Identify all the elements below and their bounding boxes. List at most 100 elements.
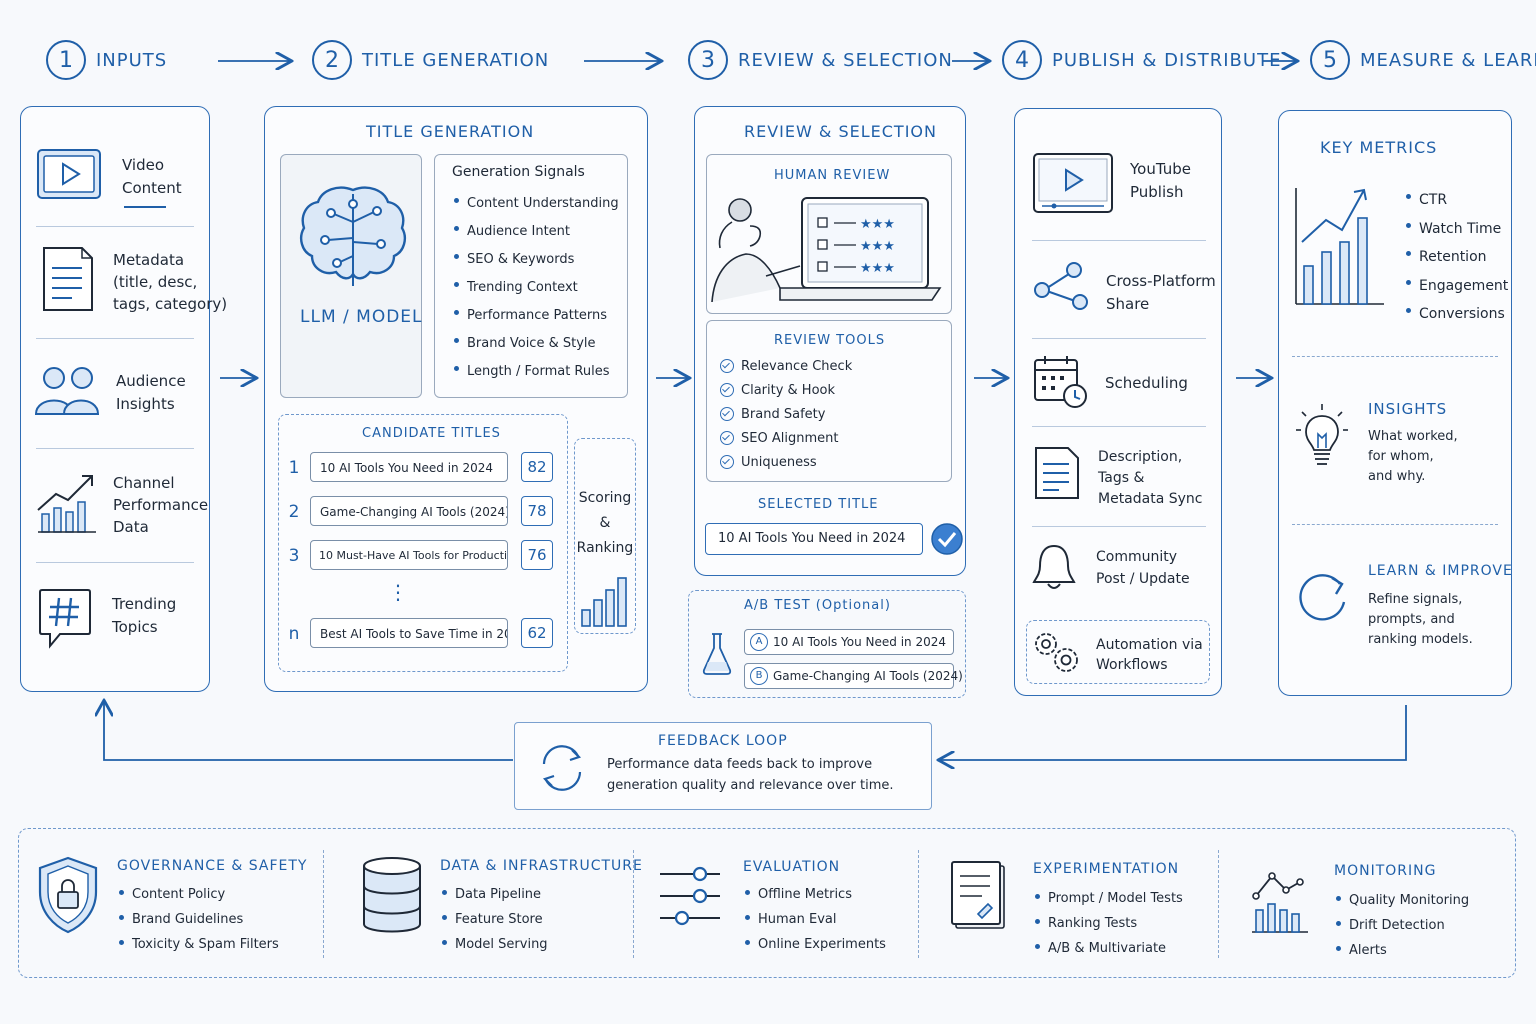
signal-item: Brand Voice & Style xyxy=(452,330,619,358)
metric-item: CTR xyxy=(1404,186,1508,215)
insights-title: INSIGHTS xyxy=(1368,400,1448,418)
learn-title: LEARN & IMPROVE xyxy=(1368,563,1513,579)
foundation-title: EVALUATION xyxy=(743,859,841,875)
stage-header-4: 4 PUBLISH & DISTRIBUTE xyxy=(1002,36,1281,84)
bar-chart-icon xyxy=(581,577,627,627)
candidate-rank: 2 xyxy=(288,502,300,522)
review-tool-item: Brand Safety xyxy=(720,402,852,426)
ab-option-a[interactable]: A 10 AI Tools You Need in 2024 xyxy=(744,629,954,655)
ab-option-title: Game-Changing AI Tools (2024) xyxy=(773,669,963,683)
foundation-item: Model Serving xyxy=(440,932,548,957)
measure-learn-panel xyxy=(1278,110,1512,696)
metric-item: Watch Time xyxy=(1404,215,1508,244)
candidate-rank: 3 xyxy=(288,546,300,566)
ab-letter: A xyxy=(750,633,768,651)
feedback-title: FEEDBACK LOOP xyxy=(658,733,788,749)
candidate-title[interactable]: Best AI Tools to Save Time in 2024 xyxy=(310,618,508,648)
divider xyxy=(1292,524,1498,526)
stage-label: MEASURE & LEARN xyxy=(1360,49,1536,71)
brain-icon xyxy=(300,186,406,286)
input-label-channel: Channel Performance Data xyxy=(113,474,209,536)
input-label-trending: Trending Topics xyxy=(112,595,177,636)
underline xyxy=(124,206,166,208)
foundation-bar xyxy=(18,828,1516,978)
stage-label: INPUTS xyxy=(96,49,168,71)
metric-item: Conversions xyxy=(1404,300,1508,329)
panel-title: REVIEW & SELECTION xyxy=(744,122,937,141)
signals-list: Content Understanding Audience Intent SE… xyxy=(452,190,619,386)
share-icon xyxy=(1034,262,1088,310)
candidate-title[interactable]: 10 AI Tools You Need in 2024 xyxy=(310,452,508,482)
divider xyxy=(1032,240,1206,241)
publish-label: Automation via Workflows xyxy=(1096,637,1203,674)
candidate-title[interactable]: Game-Changing AI Tools (2024) xyxy=(310,496,508,526)
divider xyxy=(36,226,194,227)
candidate-score: 76 xyxy=(521,540,553,570)
stage-label: REVIEW & SELECTION xyxy=(738,49,953,71)
ab-option-b[interactable]: B Game-Changing AI Tools (2024) xyxy=(744,663,963,689)
selected-title-label: SELECTED TITLE xyxy=(758,497,879,512)
stage-label: PUBLISH & DISTRIBUTE xyxy=(1052,49,1282,71)
selected-title-field[interactable]: 10 AI Tools You Need in 2024 xyxy=(705,523,923,555)
stage-number: 3 xyxy=(688,40,728,80)
check-circle-icon xyxy=(720,431,734,445)
review-tools-card xyxy=(706,320,952,482)
review-tools-title: REVIEW TOOLS xyxy=(774,333,886,348)
foundation-item: Content Policy xyxy=(117,882,279,907)
metrics-list: CTR Watch Time Retention Engagement Conv… xyxy=(1404,186,1508,329)
database-icon xyxy=(363,857,421,933)
document-icon xyxy=(43,247,93,311)
ab-letter: B xyxy=(750,667,768,685)
shield-lock-icon xyxy=(38,856,98,934)
signal-item: Audience Intent xyxy=(452,218,619,246)
signals-card xyxy=(434,154,628,398)
clipboard-icon xyxy=(951,861,1005,929)
candidate-rank: n xyxy=(288,624,300,644)
scoring-box xyxy=(574,438,636,634)
divider xyxy=(1032,526,1206,527)
growth-chart-icon xyxy=(37,475,96,533)
metrics-chart-icon xyxy=(1295,188,1384,305)
foundation-item: Ranking Tests xyxy=(1033,911,1183,936)
publish-label: Scheduling xyxy=(1105,374,1188,392)
metric-item: Retention xyxy=(1404,243,1508,272)
divider xyxy=(36,562,194,563)
review-tool-item: Relevance Check xyxy=(720,354,852,378)
divider xyxy=(1032,426,1206,427)
candidate-score: 62 xyxy=(521,618,553,648)
signals-title: Generation Signals xyxy=(452,164,585,180)
foundation-title: MONITORING xyxy=(1334,863,1437,879)
flask-icon xyxy=(702,633,732,675)
sync-icon xyxy=(542,745,582,791)
divider xyxy=(1292,356,1498,358)
candidate-title[interactable]: 10 Must-Have AI Tools for Productivity xyxy=(310,540,508,570)
sliders-icon xyxy=(660,866,720,926)
foundation-list: Prompt / Model Tests Ranking Tests A/B &… xyxy=(1033,886,1183,961)
stage-header-5: 5 MEASURE & LEARN xyxy=(1310,36,1536,84)
foundation-title: DATA & INFRASTRUCTURE xyxy=(440,858,643,874)
candidate-score: 78 xyxy=(521,496,553,526)
stage-label: TITLE GENERATION xyxy=(362,49,550,71)
divider xyxy=(36,338,194,339)
ab-test-title: A/B TEST (Optional) xyxy=(744,598,891,613)
ab-option-title: 10 AI Tools You Need in 2024 xyxy=(773,635,946,649)
review-tool-item: Clarity & Hook xyxy=(720,378,852,402)
video-play-icon xyxy=(37,149,101,199)
divider xyxy=(323,850,325,958)
stage-number: 5 xyxy=(1310,40,1350,80)
check-circle-icon xyxy=(720,383,734,397)
foundation-item: A/B & Multivariate xyxy=(1033,936,1183,961)
foundation-item: Offline Metrics xyxy=(743,882,886,907)
candidate-score: 82 xyxy=(521,452,553,482)
stage-number: 2 xyxy=(312,40,352,80)
refresh-icon xyxy=(1299,574,1346,621)
divider xyxy=(1218,850,1220,958)
candidates-title: CANDIDATE TITLES xyxy=(362,426,501,441)
publish-label: Cross-Platform Share xyxy=(1106,272,1216,313)
candidate-rank: 1 xyxy=(288,458,300,478)
signal-item: SEO & Keywords xyxy=(452,246,619,274)
metrics-title: KEY METRICS xyxy=(1320,138,1438,157)
youtube-player-icon xyxy=(1033,153,1113,213)
signal-item: Trending Context xyxy=(452,274,619,302)
signal-item: Performance Patterns xyxy=(452,302,619,330)
